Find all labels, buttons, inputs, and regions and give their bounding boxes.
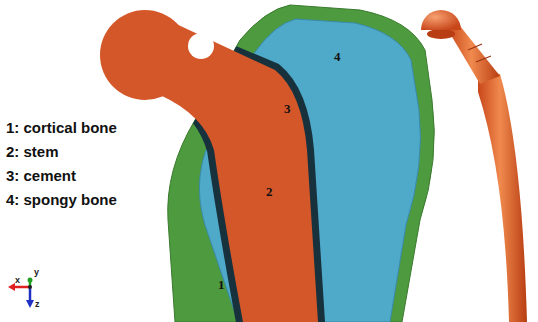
head-notch: [188, 33, 214, 59]
stem-body: [160, 22, 318, 322]
legend-text: 1: cortical bone: [6, 120, 117, 135]
legend-text: 3: cement: [6, 168, 76, 183]
stem-3d-ball: [421, 10, 461, 30]
callout-number: 4: [334, 50, 341, 63]
axis-label: y: [34, 268, 39, 277]
stem-3d-neck: [448, 26, 500, 84]
callout-number: 3: [284, 102, 291, 115]
legend-text: 4: spongy bone: [6, 192, 117, 207]
stem-3d-collar: [427, 29, 455, 39]
callout-number: 2: [266, 185, 273, 198]
axis-label: x: [15, 276, 20, 285]
axis-origin: [28, 285, 32, 289]
legend-text: 2: stem: [6, 144, 59, 159]
stem-3d-ring: [476, 56, 491, 62]
head-notch: [172, 28, 190, 60]
axis-y-head: [28, 278, 33, 283]
axis-x-head: [8, 283, 15, 291]
stem-3d-body: [478, 70, 527, 322]
axis-label: z: [35, 300, 40, 309]
callout-number: 1: [218, 278, 225, 291]
stem-3d-ring: [468, 44, 482, 50]
axis-z-head: [26, 300, 34, 308]
